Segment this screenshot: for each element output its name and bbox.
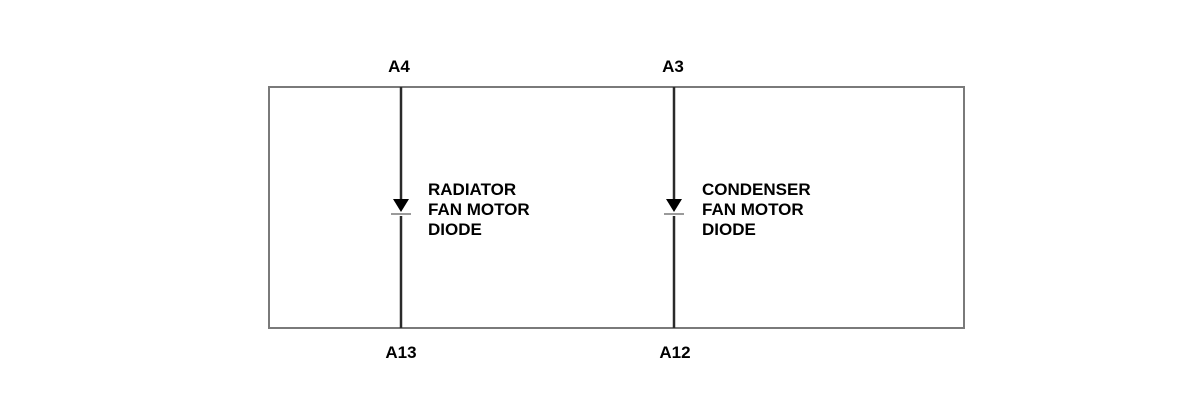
radiator-diode-label-line3: DIODE <box>428 220 482 239</box>
circuit-frame <box>268 86 965 329</box>
radiator-diode-symbol <box>393 199 409 212</box>
radiator-diode-label-line2: FAN MOTOR <box>428 200 530 219</box>
radiator-diode-label-line1: RADIATOR <box>428 180 516 199</box>
terminal-a4-label: A4 <box>388 57 410 76</box>
condenser-diode-label-line2: FAN MOTOR <box>702 200 804 219</box>
radiator-diode-branch <box>391 87 411 328</box>
terminal-a12-label: A12 <box>659 343 690 362</box>
condenser-diode-branch <box>664 87 684 328</box>
condenser-diode-label-line1: CONDENSER <box>702 180 811 199</box>
condenser-diode-symbol <box>666 199 682 212</box>
condenser-diode-label-line3: DIODE <box>702 220 756 239</box>
terminal-a3-label: A3 <box>662 57 684 76</box>
terminal-a13-label: A13 <box>385 343 416 362</box>
